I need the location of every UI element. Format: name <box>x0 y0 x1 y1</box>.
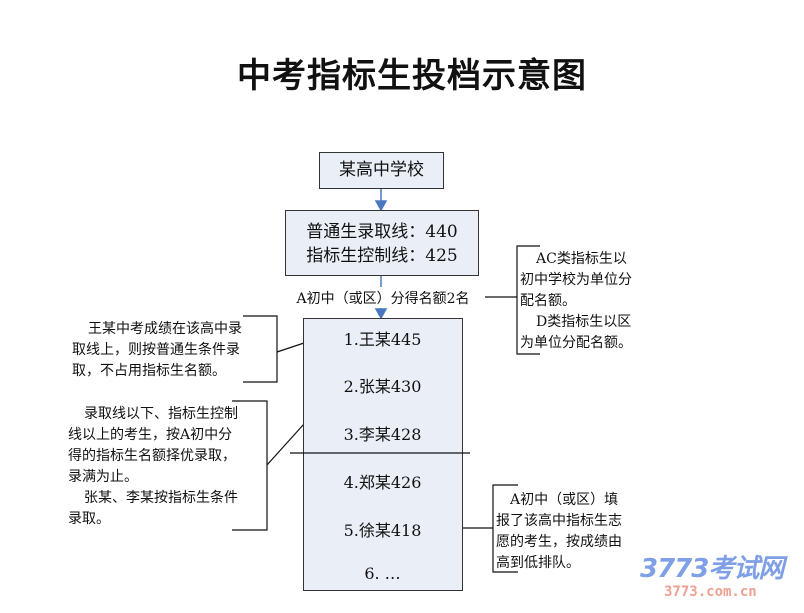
note-line: 王某中考成绩在该高中录 <box>88 321 242 337</box>
note-line: D类指标生以区 <box>536 314 632 330</box>
watermark-logo: 3773考试网 3773.com.cn <box>640 554 784 601</box>
quota-control-line: 指标生控制线：425 <box>306 246 458 266</box>
candidate-item: 5.徐某418 <box>343 521 422 540</box>
quota-label: A初中（或区）分得名额2名 <box>283 288 483 308</box>
arrow-head-icon <box>374 308 388 320</box>
candidate-item: 6. … <box>364 564 401 583</box>
school-box: 某高中学校 <box>319 152 444 189</box>
note-line: 录满为止。 <box>68 469 138 485</box>
school-name: 某高中学校 <box>339 160 424 180</box>
note-line: 录取线以下、指标生控制 <box>84 406 238 422</box>
note-line: 取线上，则按普通生条件录 <box>72 342 240 358</box>
bracket-left-top <box>243 315 278 383</box>
note-line: 线以上的考生，按A初中分 <box>68 427 233 443</box>
note-line: 张某、李某按指标生条件 <box>84 490 238 506</box>
page-title: 中考指标生投档示意图 <box>237 56 587 96</box>
score-lines-box: 普通生录取线：440 指标生控制线：425 <box>285 210 479 276</box>
note-quota-allocation: AC类指标生以 初中学校为单位分 配名额。 D类指标生以区 为单位分配名额。 <box>520 249 660 354</box>
note-line: 取，不占用指标生名额。 <box>72 363 226 379</box>
note-quota-admission: 录取线以下、指标生控制 线以上的考生，按A初中分 得的指标生名额择优录取， 录满… <box>68 404 268 530</box>
note-line: 为单位分配名额。 <box>520 335 632 351</box>
watermark-brand: 3773考试网 <box>640 554 784 584</box>
note-line: 得的指标生名额择优录取， <box>68 448 236 464</box>
note-line: A初中（或区）填 <box>510 492 619 508</box>
bracket-right-top <box>516 245 540 355</box>
candidate-item: 2.张某430 <box>343 377 422 396</box>
watermark-url: 3773.com.cn <box>664 584 757 600</box>
candidate-item: 3.李某428 <box>343 425 422 444</box>
note-line: 录取。 <box>68 511 110 527</box>
candidate-list-box <box>303 318 463 591</box>
candidate-item: 4.郑某426 <box>343 473 422 492</box>
candidate-item: 1.王某445 <box>343 330 422 349</box>
note-regular-admission: 王某中考成绩在该高中录 取线上，则按普通生条件录 取，不占用指标生名额。 <box>72 319 272 382</box>
bracket-left-bottom <box>232 400 268 531</box>
note-line: 高到低排队。 <box>496 555 580 571</box>
arrow-head-icon <box>374 200 388 212</box>
note-line: 配名额。 <box>520 293 576 309</box>
note-line: 初中学校为单位分 <box>520 272 632 288</box>
note-ranking: A初中（或区）填 报了该高中指标生志 愿的考生，按成绩由 高到低排队。 <box>496 490 632 574</box>
note-line: 报了该高中指标生志 <box>496 513 622 529</box>
note-line: 愿的考生，按成绩由 <box>496 534 622 550</box>
note-line: AC类指标生以 <box>536 251 627 267</box>
admission-line: 普通生录取线：440 <box>306 222 458 242</box>
